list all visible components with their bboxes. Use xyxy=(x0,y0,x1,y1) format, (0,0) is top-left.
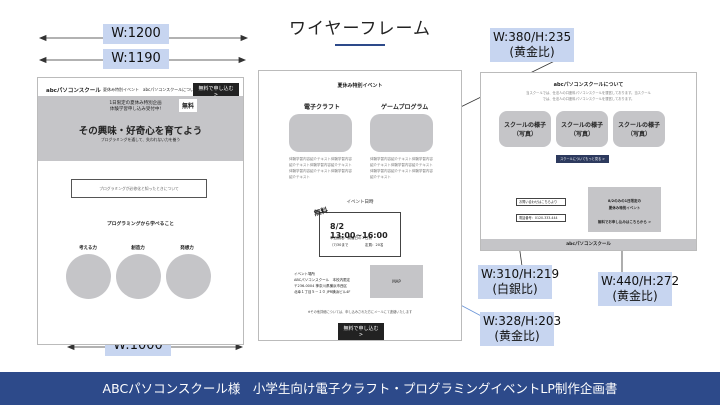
nav-event[interactable]: 夏休み特別イベント xyxy=(103,87,139,92)
place-line: ABCパソコンスクール 本校内限定 xyxy=(294,278,351,282)
skill-image xyxy=(166,254,211,299)
place-line: 北幸１丁目５－１０ JPR横浜ビル4F xyxy=(294,290,351,294)
school-photo: スクールの様子 （写真） xyxy=(613,111,665,147)
note: ※その他詳細については、申し込みされた方にメールにて連絡いたします xyxy=(307,310,413,314)
date-box: 8/2 13:00~16:00 申込期限：開催日の３日前 （7/30まで 定員：… xyxy=(319,212,401,257)
slide-title: ワイヤーフレーム xyxy=(289,19,431,39)
hero-sub2: 体験学習申し込み受付中! xyxy=(109,107,162,112)
craft-image xyxy=(289,114,352,152)
place-line: 〒236-0004 神奈川県横浜市西区 xyxy=(294,284,347,288)
hero: 1日限定の夏休み特別企画 体験学習申し込み受付中! 無料 その興味・好奇心を育て… xyxy=(38,96,243,161)
skill-image xyxy=(116,254,161,299)
golden-ratio-328-label: W:328/H:203 (黄金比) xyxy=(480,312,561,346)
craft-description: 体験学習内容紹介テキスト体験学習内容紹介テキスト体験学習内容紹介テキスト体験学習… xyxy=(289,157,352,179)
school-photo: スクールの様子 （写真） xyxy=(499,111,551,147)
event-banner-cta: 無料でお申し込みはこちらから > xyxy=(597,220,652,224)
phone-number: 電話番号：0120-333-444 xyxy=(516,214,566,222)
event-banner-line: 8/2のみの1日限定の xyxy=(607,199,642,203)
date-heading: イベント日時 xyxy=(346,200,374,205)
craft-title: 電子クラフト xyxy=(304,104,341,111)
skill-label: 考える力 xyxy=(79,246,97,251)
map[interactable]: MAP xyxy=(370,265,423,298)
hero-title: その興味・好奇心を育てよう xyxy=(78,126,203,137)
title-underline xyxy=(335,44,385,46)
game-description: 体験学習内容紹介テキスト体験学習内容紹介テキスト体験学習内容紹介テキスト体験学習… xyxy=(370,157,433,179)
event-place: イベント場所 ABCパソコンスクール 本校内限定 〒236-0004 神奈川県横… xyxy=(294,271,350,295)
logo: abcパソコンスクール xyxy=(46,88,101,94)
wireframe-event-page: 夏休み特別イベント 電子クラフト ゲームプログラム 体験学習内容紹介テキスト体験… xyxy=(258,70,462,341)
site-footer: abcパソコンスクール xyxy=(481,239,696,250)
game-image xyxy=(370,114,433,152)
nav-about[interactable]: abcパソコンスクールについて xyxy=(143,87,198,92)
golden-ratio-440-label: W:440/H:272 (黄金比) xyxy=(598,272,679,306)
deadline: 申込期限：開催日の３日前 xyxy=(330,236,372,240)
cta-button[interactable]: 無料で申し込む > xyxy=(193,83,239,100)
more-button[interactable]: スクールについてもっと見る > xyxy=(556,155,609,163)
deadline-date: （7/30まで xyxy=(330,243,349,247)
contact-link[interactable]: お問い合わせはこちらより xyxy=(516,198,566,206)
width-1190-label: W:1190 xyxy=(103,49,169,70)
hero-sub1: 1日限定の夏休み特別企画 xyxy=(109,101,162,106)
free-badge: 無料 xyxy=(179,99,198,112)
about-heading: abcパソコンスクールについて xyxy=(553,82,624,88)
skill-image xyxy=(66,254,111,299)
hero-lead: プログラミングを通して、失われない力を養う xyxy=(100,137,181,142)
cta-button[interactable]: 無料で申し込む > xyxy=(338,323,384,340)
golden-ratio-380-label: W:380/H:235 (黄金比) xyxy=(490,28,574,62)
skill-label: 発想力 xyxy=(180,246,194,251)
silver-ratio-310-label: W:310/H:219 (白銀比) xyxy=(478,265,559,299)
capacity: 定員：20名 xyxy=(365,243,384,247)
event-datetime: 8/2 13:00~16:00 xyxy=(330,222,388,240)
wireframe-about-page: abcパソコンスクールについて 当スクールでは、仕法人の口座料パソコンスクールを… xyxy=(480,72,697,251)
skill-label: 創造力 xyxy=(131,246,145,251)
event-heading: 夏休み特別イベント xyxy=(337,83,383,89)
wireframe-top-page: abcパソコンスクール 夏休み特別イベント abcパソコンスクールについて 無料… xyxy=(37,77,244,345)
width-1200-label: W:1200 xyxy=(103,24,169,45)
about-intro: 当スクールでは、仕法人の口座料パソコンスクールを運営しております。当スクールでは… xyxy=(526,91,651,101)
slide-footer: ABCパソコンスクール様 小学生向け電子クラフト・プログラミングイベントLP制作… xyxy=(0,372,720,405)
event-banner-line: 夏休み特別イベント xyxy=(608,206,641,210)
learn-section-title: プログラミングから学べること xyxy=(106,222,175,227)
game-title: ゲームプログラム xyxy=(381,104,429,111)
place-label: イベント場所 xyxy=(294,272,315,276)
info-box: プログラミングが必修化と知ったときについて xyxy=(71,179,207,198)
school-photo: スクールの様子 （写真） xyxy=(556,111,608,147)
event-banner[interactable]: 8/2のみの1日限定の 夏休み特別イベント 無料でお申し込みはこちらから > xyxy=(588,187,661,232)
